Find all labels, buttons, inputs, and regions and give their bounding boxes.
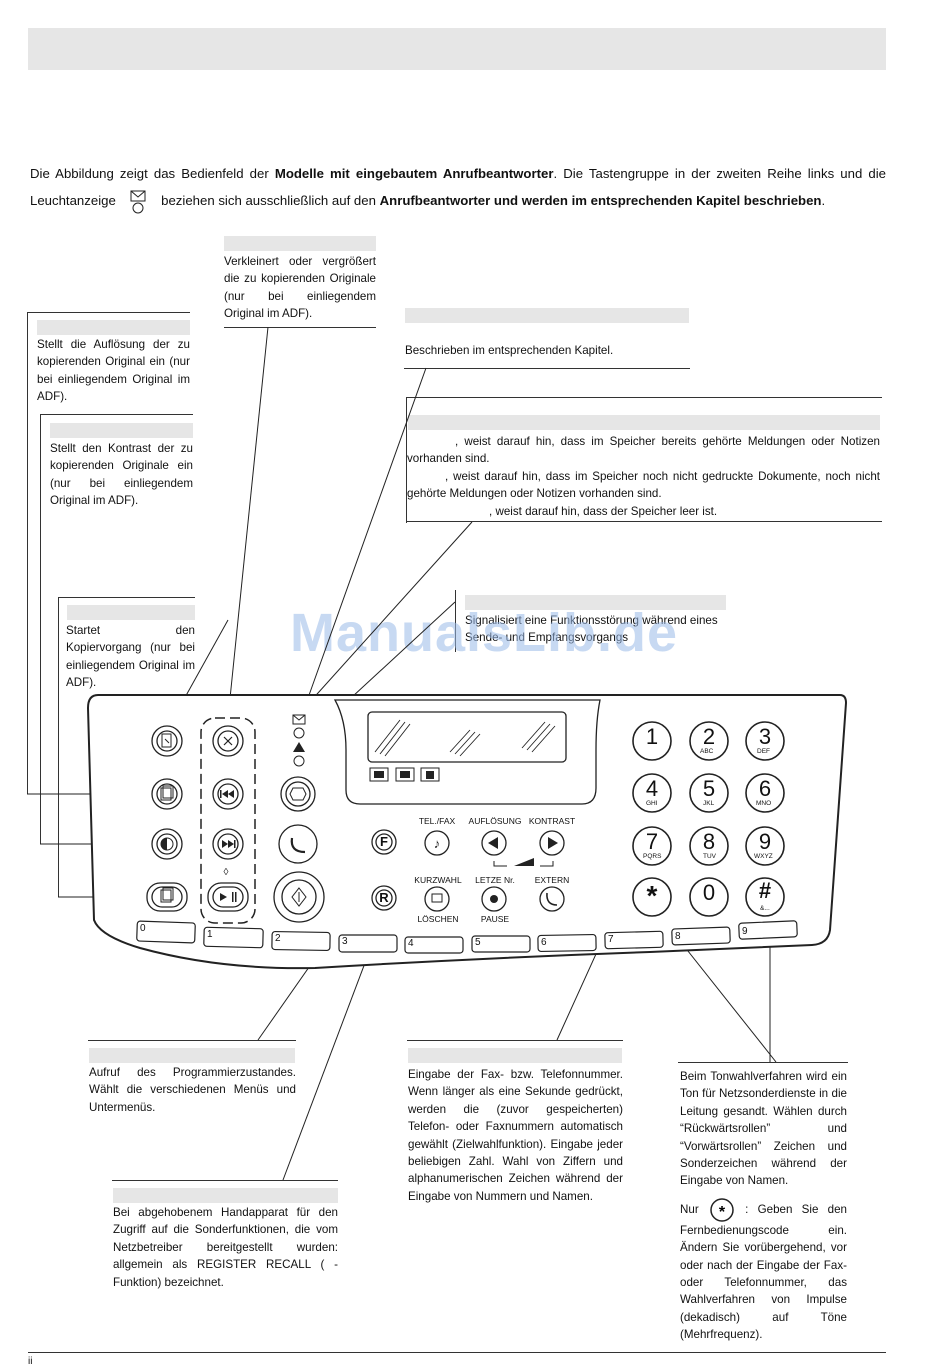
callout-error: Signalisiert eine Funktionsstörung währe… [465,614,718,645]
svg-text:*: * [719,1204,726,1221]
key-3[interactable]: 3 [758,724,772,749]
envelope-led-icon [130,190,146,214]
callout-contrast: Stellt den Kontrast der zu kopierenden O… [50,442,193,508]
callout-header-reduce [224,236,376,251]
key-1[interactable]: 1 [645,724,659,749]
svg-text:♪: ♪ [434,836,441,851]
callout-f-key: Aufruf des Programmierzustandes. Wählt d… [89,1066,296,1114]
key-2[interactable]: 2 [702,724,716,749]
key-5-letters: JKL [703,800,715,807]
header-bar [28,28,886,70]
callout-copy: Startet den Kopiervorgang (nur bei einli… [66,624,195,690]
svg-text:◊: ◊ [224,867,229,878]
key-8-letters: TUV [703,853,716,860]
callout-answering: Beschrieben im entsprechenden Kapitel. [405,344,614,357]
resolution-button [146,725,188,912]
onetouch-6[interactable]: 6 [541,937,547,948]
key-4-letters: GHI [646,800,658,807]
callout-star-hash: Beim Tonwahlverfahren wird ein Ton für N… [680,1070,847,1342]
key-2-letters: ABC [700,748,714,755]
intro-paragraph: Die Abbildung zeigt das Bedienfeld der M… [30,160,886,214]
onetouch-8[interactable]: 8 [675,931,681,942]
key-4[interactable]: 4 [645,776,659,801]
onetouch-7[interactable]: 7 [608,934,614,945]
onetouch-0[interactable]: 0 [140,923,146,934]
key-8[interactable]: 8 [702,829,716,854]
label-pause: PAUSE [480,914,510,924]
key-6-letters: MNO [756,800,772,807]
callout-header-keypad [408,1048,622,1063]
key-3-letters: DEF [757,748,770,755]
onetouch-5[interactable]: 5 [475,937,481,948]
onetouch-1[interactable]: 1 [207,929,213,940]
callout-header-f [89,1048,295,1063]
label-extern: EXTERN [534,875,570,885]
key-0[interactable]: 0 [702,880,716,905]
callout-header-contrast [50,423,193,438]
label-lastnumber: LETZE Nr. [475,875,515,885]
callout-header-resolution [37,320,190,335]
callout-header-answering [405,308,689,323]
key-9-letters: WXYZ [754,853,773,860]
onetouch-2[interactable]: 2 [275,933,281,944]
callout-r-key: Bei abgehobenem Handapparat für den Zugr… [113,1206,338,1289]
label-contrast: KONTRAST [528,816,576,826]
label-resolution: AUFLÖSUNG [468,816,522,826]
onetouch-3[interactable]: 3 [342,936,348,947]
key-5[interactable]: 5 [702,776,716,801]
callout-memory: , weist darauf hin, dass im Speicher ber… [407,435,880,518]
onetouch-9[interactable]: 9 [742,926,748,937]
label-telfax: TEL./FAX [418,816,456,826]
page-number: ii [28,1356,33,1367]
key-6[interactable]: 6 [758,776,772,801]
label-speeddial: KURZWAHL [414,875,462,885]
key-7-letters: PQRS [643,853,662,860]
callout-resolution: Stellt die Auflösung der zu kopierenden … [37,338,190,404]
f-button[interactable]: F [380,834,388,849]
callout-header-copy [67,605,195,620]
label-delete: LÖSCHEN [417,914,459,924]
callout-header-r [113,1188,338,1203]
key-star[interactable]: * [646,880,658,911]
r-button[interactable]: R [379,890,389,905]
key-7[interactable]: 7 [645,829,659,854]
callout-header-memory [408,415,880,430]
key-hash-letters: &... [760,905,770,912]
key-hash[interactable]: # [758,878,772,903]
callout-reduce: Verkleinert oder vergrößert die zu kopie… [224,255,376,321]
star-key-icon: * [710,1198,734,1222]
key-9[interactable]: 9 [758,829,772,854]
callout-keypad: Eingabe der Fax- bzw. Telefonnummer. Wen… [408,1068,623,1203]
onetouch-4[interactable]: 4 [408,938,414,949]
callout-header-error [465,595,726,610]
